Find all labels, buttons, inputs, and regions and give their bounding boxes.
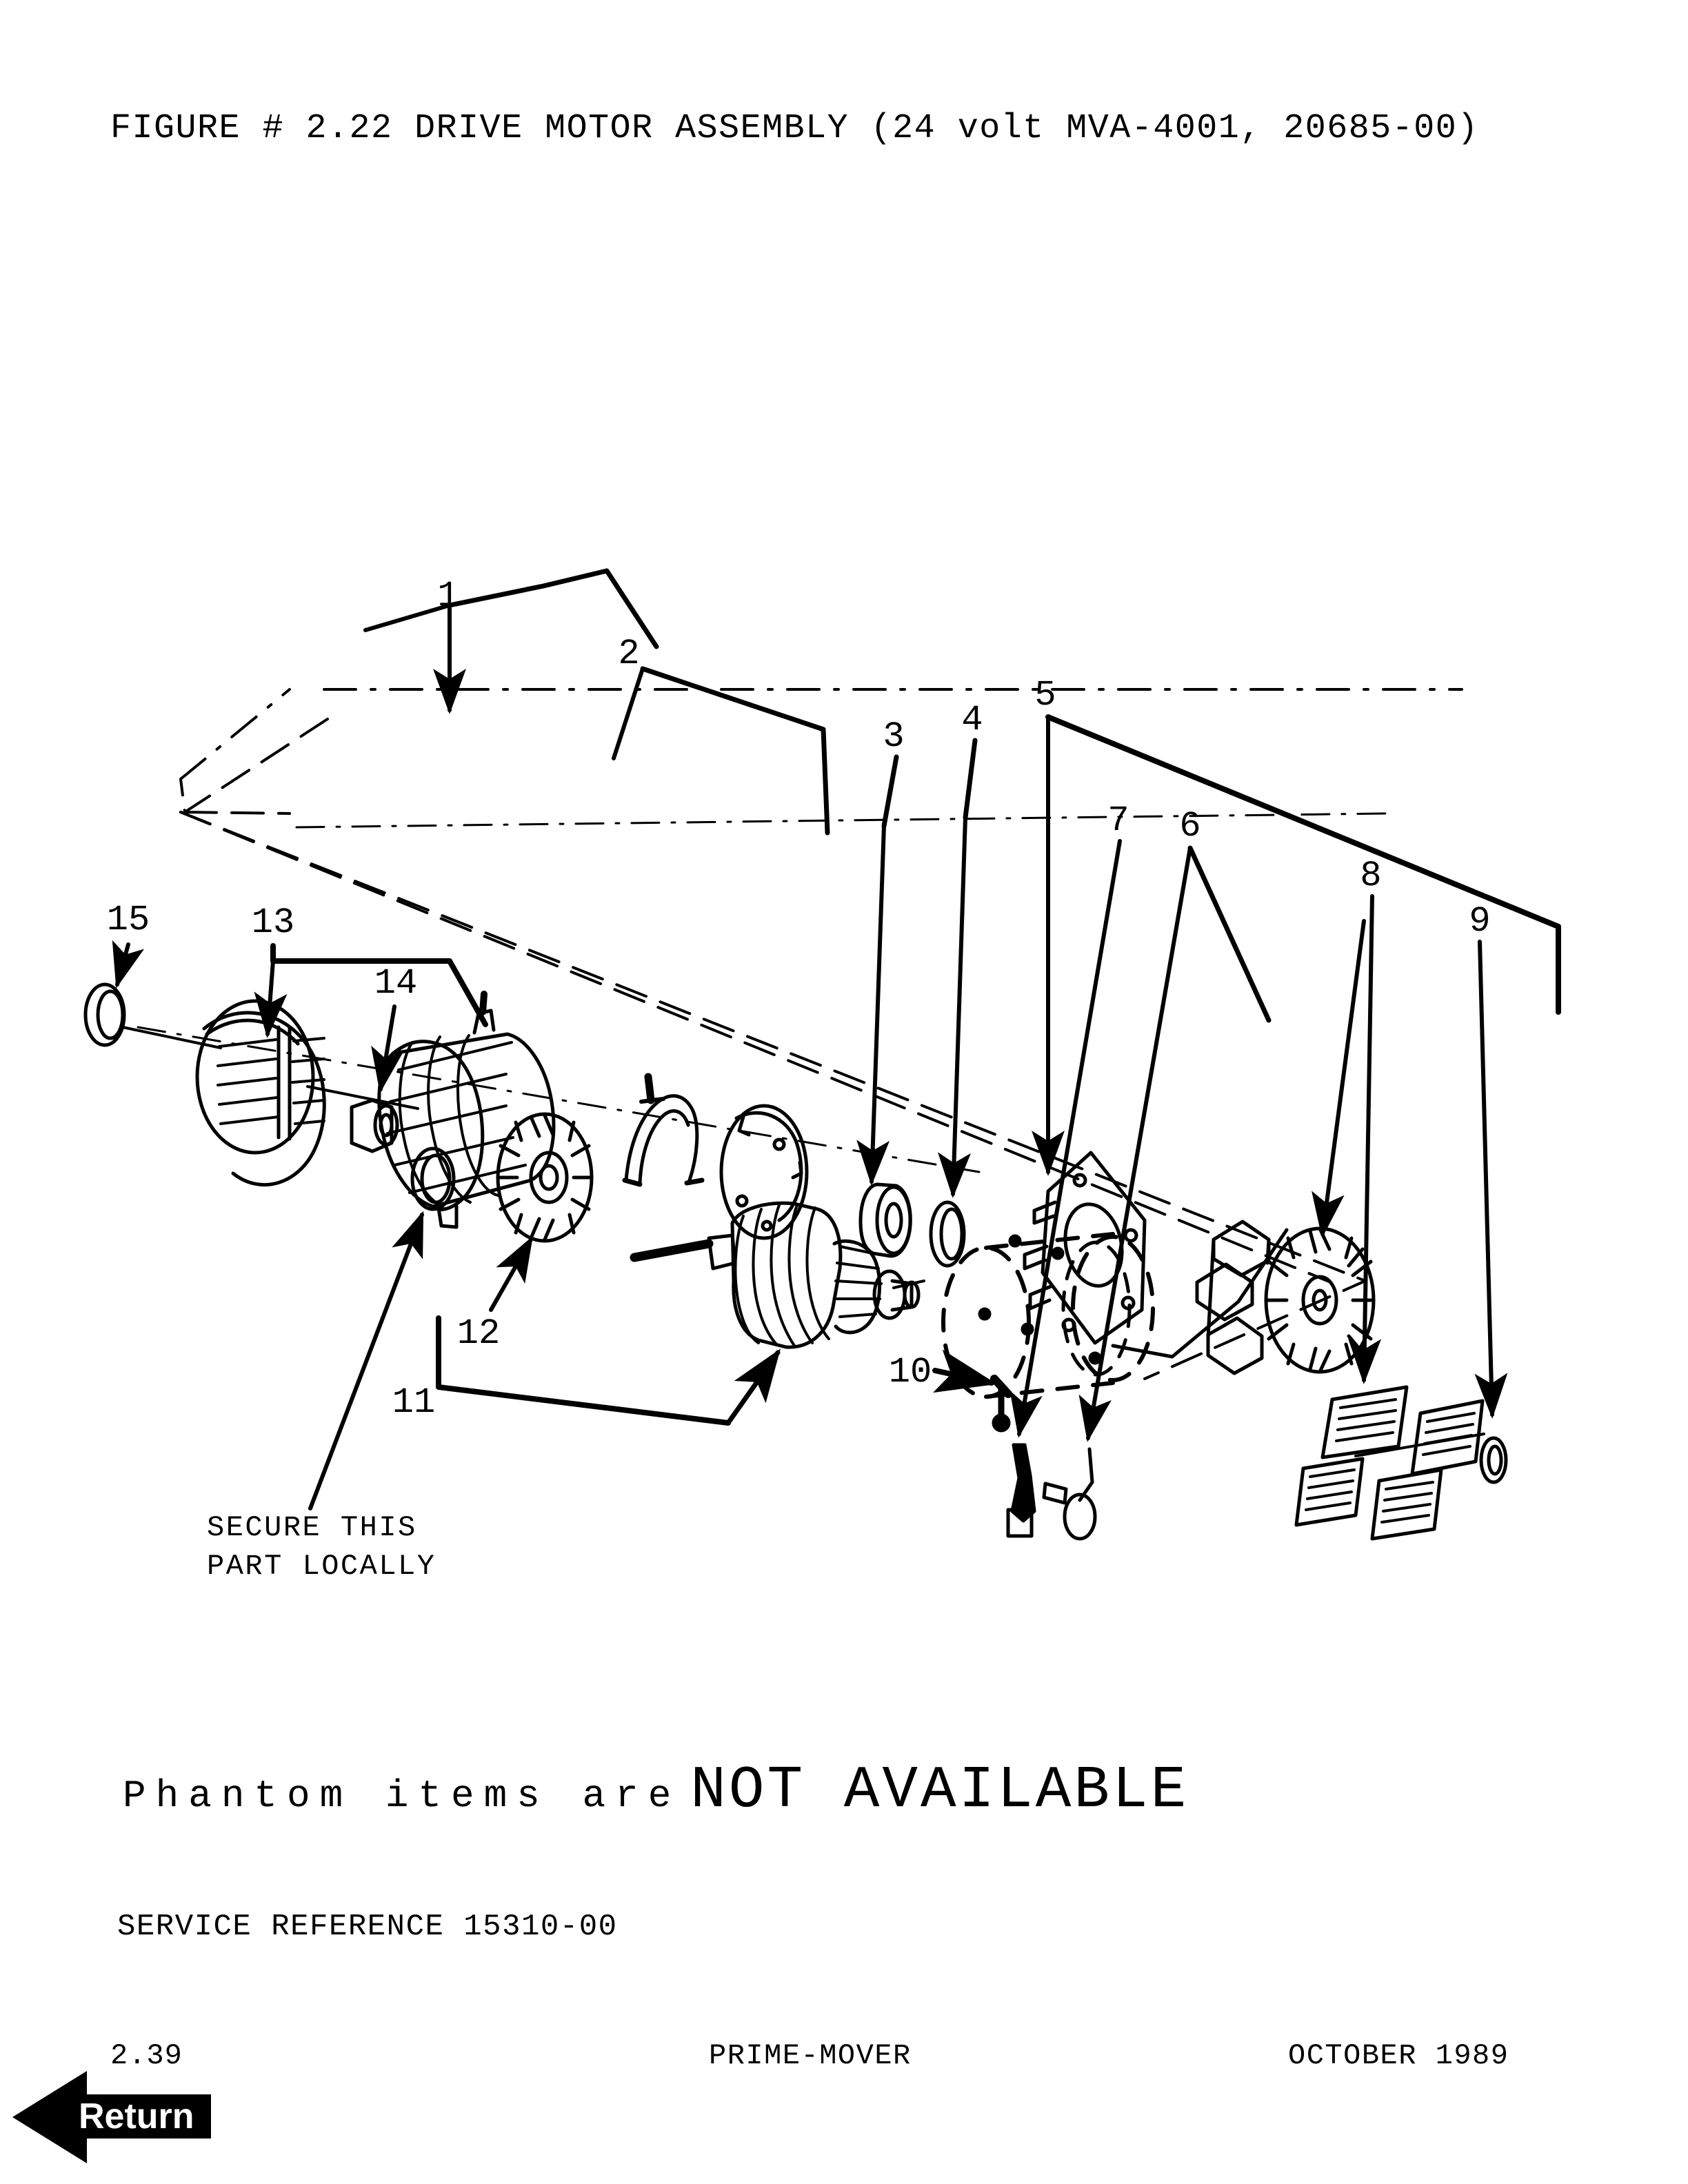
phantom-note-prefix: Phantom items are	[123, 1774, 681, 1818]
svg-text:6: 6	[1179, 806, 1200, 847]
svg-text:12: 12	[457, 1313, 500, 1354]
svg-text:9: 9	[1469, 901, 1490, 942]
svg-text:4: 4	[961, 700, 983, 740]
svg-text:13: 13	[252, 902, 294, 943]
phantom-note-emphasis: NOT AVAILABLE	[690, 1757, 1189, 1824]
callout-numbers: 1 2 3 4 5 6 7 8 9 10 11 12 13 14 15	[107, 576, 1491, 1423]
svg-text:5: 5	[1034, 675, 1056, 716]
secure-part-note: SECURE THIS PART LOCALLY	[207, 1508, 436, 1586]
page-title: FIGURE # 2.22 DRIVE MOTOR ASSEMBLY (24 v…	[110, 109, 1479, 148]
svg-text:11: 11	[392, 1382, 435, 1423]
svg-text:3: 3	[883, 716, 904, 757]
svg-text:14: 14	[374, 963, 417, 1004]
svg-text:10: 10	[889, 1352, 932, 1393]
svg-text:1: 1	[437, 576, 459, 616]
secure-note-line2: PART LOCALLY	[207, 1550, 436, 1583]
svg-text:7: 7	[1107, 800, 1129, 841]
svg-text:15: 15	[107, 900, 150, 940]
secure-note-line1: SECURE THIS	[207, 1511, 417, 1544]
page-number: 2.39	[110, 2039, 183, 2072]
back-arrow-icon	[12, 2071, 211, 2163]
service-reference: SERVICE REFERENCE 15310-00	[117, 1910, 618, 1944]
svg-text:2: 2	[618, 634, 639, 674]
svg-text:8: 8	[1360, 856, 1381, 896]
exploded-diagram: 1 2 3 4 5 6 7 8 9 10 11 12 13 14 15	[0, 483, 1688, 1558]
return-button[interactable]: Return	[12, 2070, 254, 2165]
footer-date: OCTOBER 1989	[1288, 2039, 1509, 2072]
footer-center-label: PRIME-MOVER	[709, 2039, 912, 2072]
